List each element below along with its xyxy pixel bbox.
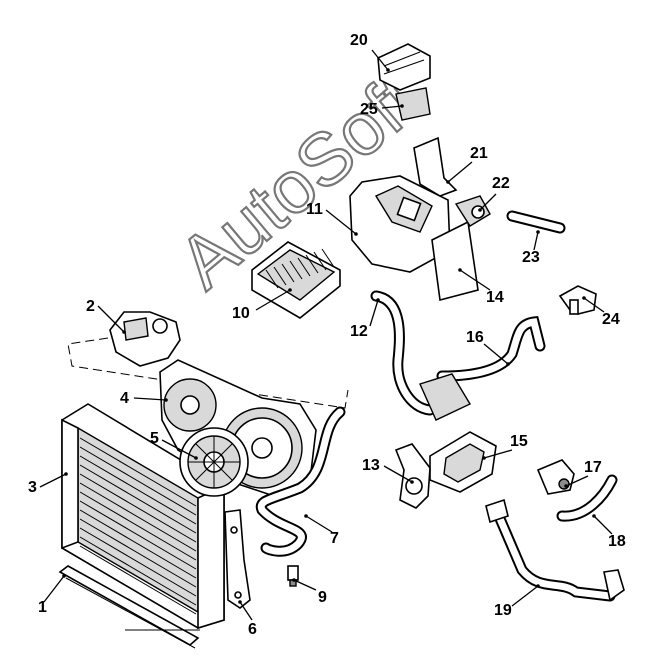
leader-line-11 (325, 209, 357, 235)
part-24-connector (558, 285, 597, 315)
part-23-small-hose (506, 210, 566, 234)
leader-dot-15 (482, 456, 486, 460)
callout-13: 13 (362, 457, 380, 474)
part-13-flange (394, 443, 431, 509)
callout-1: 1 (38, 599, 47, 616)
leader-dot-10 (288, 288, 292, 292)
part-6-bracket (224, 509, 251, 609)
leader-dot-13 (410, 480, 414, 484)
leader-line-21 (447, 161, 473, 183)
callout-20: 20 (350, 32, 368, 49)
callout-12: 12 (350, 323, 368, 340)
part-12-heater-hose (370, 290, 436, 416)
part-17-thermostat (536, 459, 575, 495)
callout-24: 24 (602, 311, 620, 328)
part-19-bypass-pipe (485, 498, 625, 602)
leader-line-14 (459, 269, 491, 291)
leader-dot-2 (122, 330, 126, 334)
leader-line-7 (305, 515, 333, 533)
callout-18: 18 (608, 533, 626, 550)
callout-17: 17 (584, 459, 602, 476)
part-16-heater-pipe (419, 315, 546, 421)
leader-dot-17 (564, 484, 568, 488)
leader-line-25 (381, 105, 403, 109)
leader-line-17 (565, 475, 589, 487)
leader-dot-19 (536, 584, 540, 588)
leader-dot-3 (64, 472, 68, 476)
leader-dot-21 (446, 180, 450, 184)
callout-21: 21 (470, 145, 488, 162)
leader-dot-24 (582, 296, 586, 300)
part-9-sensor (287, 565, 299, 587)
leader-dot-25 (400, 104, 404, 108)
leader-dot-12 (376, 298, 380, 302)
leader-line-22 (479, 193, 497, 211)
part-2-reservoir (109, 311, 181, 367)
leader-line-15 (483, 449, 513, 459)
leader-dot-1 (62, 574, 66, 578)
leader-line-9 (293, 579, 317, 591)
leader-line-10 (255, 289, 291, 311)
leader-dot-22 (478, 208, 482, 212)
callout-23: 23 (522, 249, 540, 266)
part-14-gasket (431, 220, 479, 302)
callout-25: 25 (360, 101, 378, 118)
leader-line-23 (533, 231, 539, 251)
part-3-radiator (61, 403, 225, 630)
leader-line-12 (369, 299, 379, 327)
part-5-fan (179, 427, 249, 497)
callout-10: 10 (232, 305, 250, 322)
callout-2: 2 (86, 298, 95, 315)
leader-dot-6 (238, 600, 242, 604)
callout-3: 3 (28, 479, 37, 496)
callout-22: 22 (492, 175, 510, 192)
leader-dot-4 (164, 398, 168, 402)
callout-7: 7 (330, 530, 339, 547)
part-25-seal (395, 87, 431, 121)
leader-line-5 (161, 439, 197, 459)
leader-dot-23 (536, 230, 540, 234)
leader-dot-11 (354, 232, 358, 236)
leader-line-19 (511, 585, 539, 607)
part-15-water-pump (429, 431, 497, 493)
callout-19: 19 (494, 602, 512, 619)
leader-dot-5 (194, 456, 198, 460)
callout-5: 5 (150, 430, 159, 447)
leader-line-13 (383, 465, 413, 483)
leader-dot-16 (506, 362, 510, 366)
callout-15: 15 (510, 433, 528, 450)
leader-line-20 (371, 49, 389, 71)
part-21-flap (413, 136, 458, 197)
leader-line-18 (593, 515, 613, 535)
callout-11: 11 (306, 201, 323, 218)
leader-line-2 (97, 305, 125, 333)
leader-line-1 (43, 575, 65, 603)
leader-line-6 (239, 601, 253, 621)
leader-dot-14 (458, 268, 462, 272)
mounting-outline (67, 337, 349, 409)
leader-dot-9 (292, 578, 296, 582)
callout-14: 14 (486, 289, 504, 306)
part-1-seal-strip (58, 565, 200, 649)
part-18-elbow-hose (556, 474, 618, 522)
part-20-air-duct (377, 43, 431, 91)
part-22-valve (454, 195, 491, 227)
leader-line-24 (583, 297, 605, 313)
leader-line-16 (483, 343, 509, 365)
callout-6: 6 (248, 621, 257, 638)
leader-dot-7 (304, 514, 308, 518)
part-11-heater-housing (349, 175, 451, 273)
callout-4: 4 (120, 390, 129, 407)
part-7-lower-hose (255, 406, 346, 557)
callout-9: 9 (318, 589, 327, 606)
leader-line-3 (39, 473, 67, 488)
leader-line-4 (133, 397, 167, 401)
callout-16: 16 (466, 329, 484, 346)
leader-dot-20 (386, 68, 390, 72)
leader-dot-18 (592, 514, 596, 518)
